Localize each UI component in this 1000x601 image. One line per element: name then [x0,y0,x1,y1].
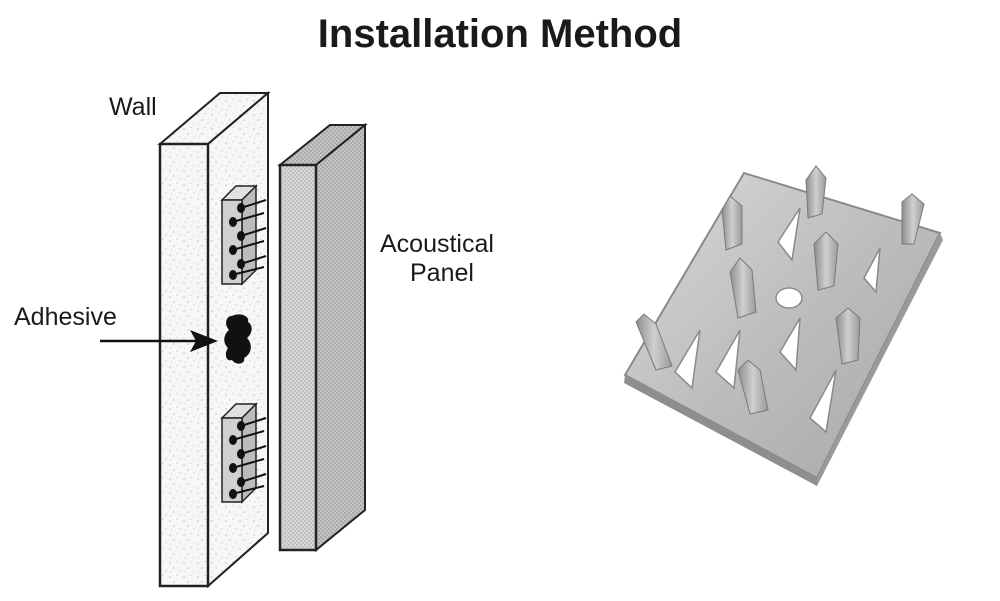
center-hole [775,287,803,309]
adhesive-arrow [100,330,218,352]
upper-clip [220,184,267,286]
lower-clip [220,402,267,504]
acoustical-panel-label: Acoustical Panel [380,230,494,288]
diagram-title: Installation Method [317,12,683,56]
wall-label: Wall [109,93,157,121]
panel-label-line2: Panel [410,258,474,287]
acoustical-panel [277,122,368,553]
adhesive-blob [224,314,252,364]
insulation-fastener-image [623,165,943,486]
adhesive-label: Adhesive [14,303,117,331]
panel-label-line1: Acoustical [380,230,494,258]
